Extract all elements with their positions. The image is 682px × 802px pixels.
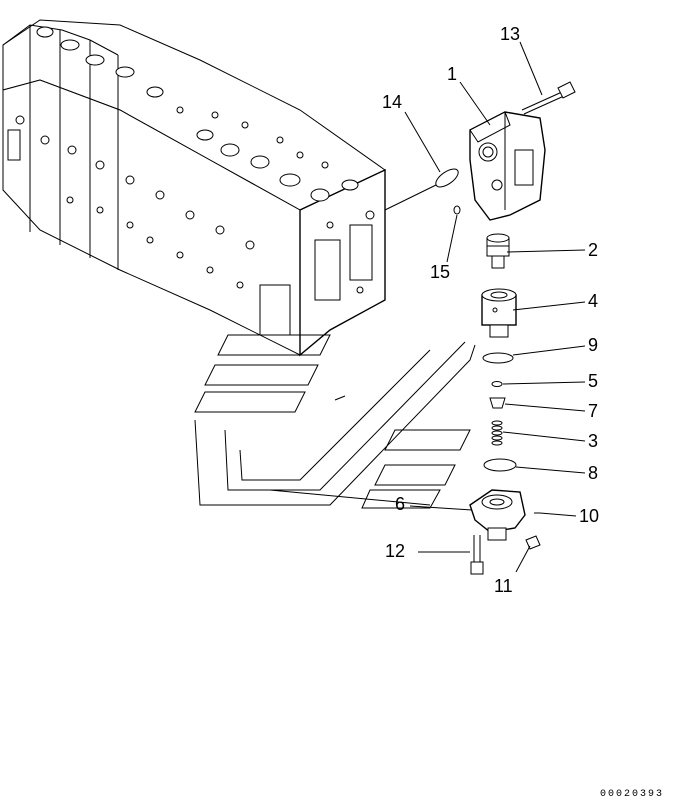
- part-3-spring: [491, 420, 503, 446]
- part-15-oring: [453, 205, 461, 215]
- part-7-seat: [489, 397, 506, 409]
- part-1-cover: [469, 111, 546, 221]
- callout-13: 13: [500, 24, 520, 44]
- part-5-ring: [491, 381, 503, 387]
- callout-6: 6: [395, 494, 405, 514]
- control-valve-body: [2, 19, 386, 357]
- callout-4: 4: [588, 291, 598, 311]
- part-6-cap: [469, 489, 526, 541]
- callout-15: 15: [430, 262, 450, 282]
- callout-8: 8: [588, 463, 598, 483]
- document-number: 00020393: [600, 789, 664, 800]
- callout-7: 7: [588, 401, 598, 421]
- leader-lines: [384, 41, 586, 573]
- part-11-plug: [525, 535, 541, 550]
- callout-2: 2: [588, 240, 598, 260]
- reference-plates: [194, 334, 476, 509]
- part-8-oring: [483, 458, 517, 472]
- callout-14: 14: [382, 92, 402, 112]
- callout-5: 5: [588, 371, 598, 391]
- part-12-bolt: [470, 535, 484, 575]
- callout-9: 9: [588, 335, 598, 355]
- callout-12: 12: [385, 541, 405, 561]
- part-13-bolt: [521, 81, 576, 115]
- part-2-plunger: [486, 233, 510, 269]
- callout-1: 1: [447, 64, 457, 84]
- callout-11: 11: [494, 576, 513, 596]
- part-4-sleeve: [481, 288, 517, 338]
- part-14-oring: [435, 168, 459, 188]
- callout-3: 3: [588, 431, 598, 451]
- callout-10: 10: [579, 506, 599, 526]
- part-9-oring: [482, 352, 514, 364]
